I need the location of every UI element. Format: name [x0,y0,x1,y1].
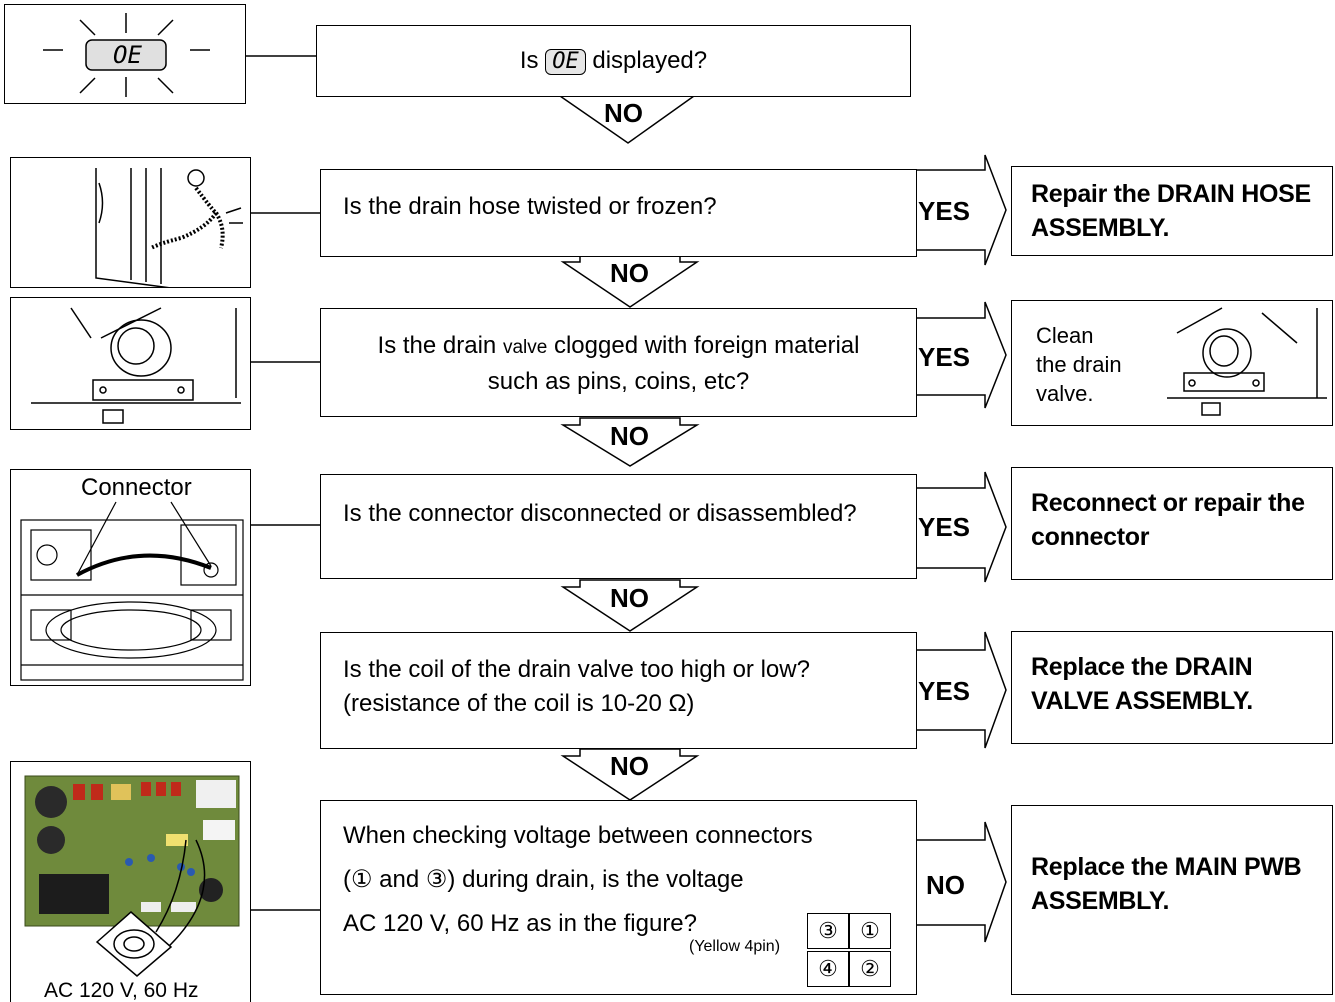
washer-underside-icon [20,501,244,681]
clean-valve-icon [1167,307,1327,416]
pin-2: ② [849,951,891,987]
blinking-display-image: OE [4,4,246,104]
drain-valve-image [10,297,251,430]
q4-text: Is the connector disconnected or disasse… [343,500,857,527]
circuit-board-icon [24,775,240,977]
q4-result: Reconnect or repair the connector [1031,489,1305,551]
no-arrow-3 [560,417,700,467]
q5-line2: (resistance of the coil is 10-20 Ω) [343,690,695,717]
display-code: OE [113,41,142,69]
q2-text: Is the drain hose twisted or frozen? [343,193,717,220]
q2-result: Repair the DRAIN HOSE ASSEMBLY. [1031,180,1311,242]
q6-line2: (① and ③) during drain, is the voltage [343,866,744,893]
pin-3: ③ [807,913,849,949]
drain-hose-icon [95,168,243,287]
yes-label-1: YES [918,196,971,226]
question-valve-clogged: Is the drain valve clogged with foreign … [320,308,917,417]
no-label-3: NO [610,421,649,451]
q5-line1: Is the coil of the drain valve too high … [343,656,810,683]
q5-result: Replace the DRAIN VALVE ASSEMBLY. [1031,653,1253,715]
q3-line2: such as pins, coins, etc? [487,368,750,395]
question-connector-disconnected: Is the connector disconnected or disasse… [320,474,917,579]
display-code-inline: OE [545,49,586,75]
q3-line1a: Is the drain [377,332,497,359]
q6-line1: When checking voltage between connectors [343,822,813,849]
yes-label-3: YES [918,512,971,542]
q6-result: Replace the MAIN PWB ASSEMBLY. [1031,853,1302,915]
pin-note: (Yellow 4pin) [689,938,781,955]
result-reconnect-connector: Reconnect or repair the connector [1011,467,1333,580]
no-label-6: NO [926,870,965,900]
q6-line3: AC 120 V, 60 Hz as in the figure? [343,910,697,937]
question-hose-twisted: Is the drain hose twisted or frozen? [320,169,917,257]
q3-result-l1: Clean [1036,323,1094,348]
connector-image: Connector [10,469,251,686]
pin-4: ④ [807,951,849,987]
yes-label-2: YES [918,342,971,372]
q3-line1c: clogged with foreign material [553,332,860,359]
pwb-image-caption: AC 120 V, 60 Hz [44,979,199,1002]
no-label-4: NO [610,583,649,613]
question-oe-displayed: Is OE displayed? [316,25,911,97]
no-label-2: NO [610,258,649,288]
question-coil-resistance: Is the coil of the drain valve too high … [320,632,917,749]
pin-1: ① [849,913,891,949]
drain-hose-image [10,157,251,288]
no-arrow-4 [560,579,700,632]
result-clean-drain-valve: Clean the drain valve. [1011,300,1333,426]
result-replace-main-pwb: Replace the MAIN PWB ASSEMBLY. [1011,805,1333,995]
q1-post: displayed? [592,47,708,74]
main-pwb-image: AC 120 V, 60 Hz [10,761,251,1002]
result-replace-drain-valve: Replace the DRAIN VALVE ASSEMBLY. [1011,631,1333,744]
connector-image-label: Connector [81,474,192,501]
no-label-5: NO [610,751,649,781]
blink-rays-icon [43,13,210,97]
drain-valve-icon [31,307,241,424]
no-label-1: NO [604,98,643,128]
result-repair-drain-hose: Repair the DRAIN HOSE ASSEMBLY. [1011,166,1333,256]
q3-result-l3: valve. [1036,381,1094,406]
yes-label-4: YES [918,676,971,706]
question-pwb-voltage: When checking voltage between connectors… [320,800,917,995]
no-arrow-2 [560,255,700,308]
q3-line1b: valve [502,337,548,358]
q3-result-l2: the drain [1036,352,1122,377]
q1-pre: Is [519,47,539,74]
no-arrow-5 [560,748,700,801]
